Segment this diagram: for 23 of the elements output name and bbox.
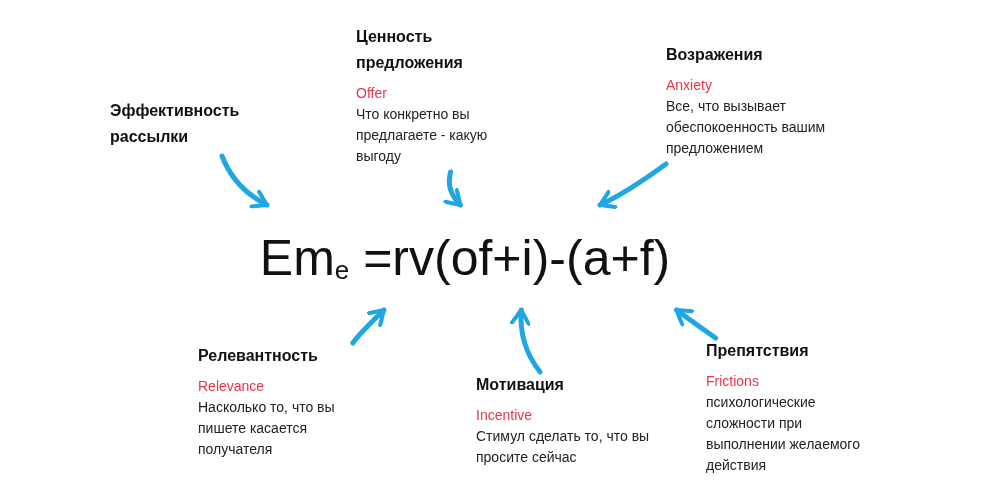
arrow [219, 153, 270, 208]
term-label: Frictions [706, 372, 760, 390]
description: Все, что вызывает обеспокоенность вашим предложением [666, 97, 827, 158]
heading: Эффективность рассылки [110, 101, 241, 147]
arrow [443, 169, 463, 208]
arrow [350, 307, 387, 346]
formula: Em$_{e}$ =rv(of+i)-(a+f) [259, 232, 671, 283]
description: Насколько то, что вы пишете касается получателя [198, 398, 336, 459]
arrow [674, 307, 719, 341]
heading: Релевантность [198, 346, 319, 366]
heading: Препятствия [706, 341, 810, 361]
heading: Мотивация [476, 375, 565, 395]
term-label: Anxiety [666, 76, 713, 94]
description: Стимул сделать то, что вы просите сейчас [476, 427, 651, 467]
arrow [510, 307, 543, 375]
term-label: Incentive [476, 406, 534, 424]
arrow [597, 161, 669, 209]
description: психологические сложности при выполнении желаемого действия [706, 393, 861, 475]
description: Что конкретно вы предлагаете - какую выгоду [356, 105, 489, 166]
term-label: Offer [356, 84, 388, 102]
heading: Возражения [666, 45, 764, 65]
term-label: Relevance [198, 377, 266, 395]
heading: Ценность предложения [356, 27, 464, 73]
